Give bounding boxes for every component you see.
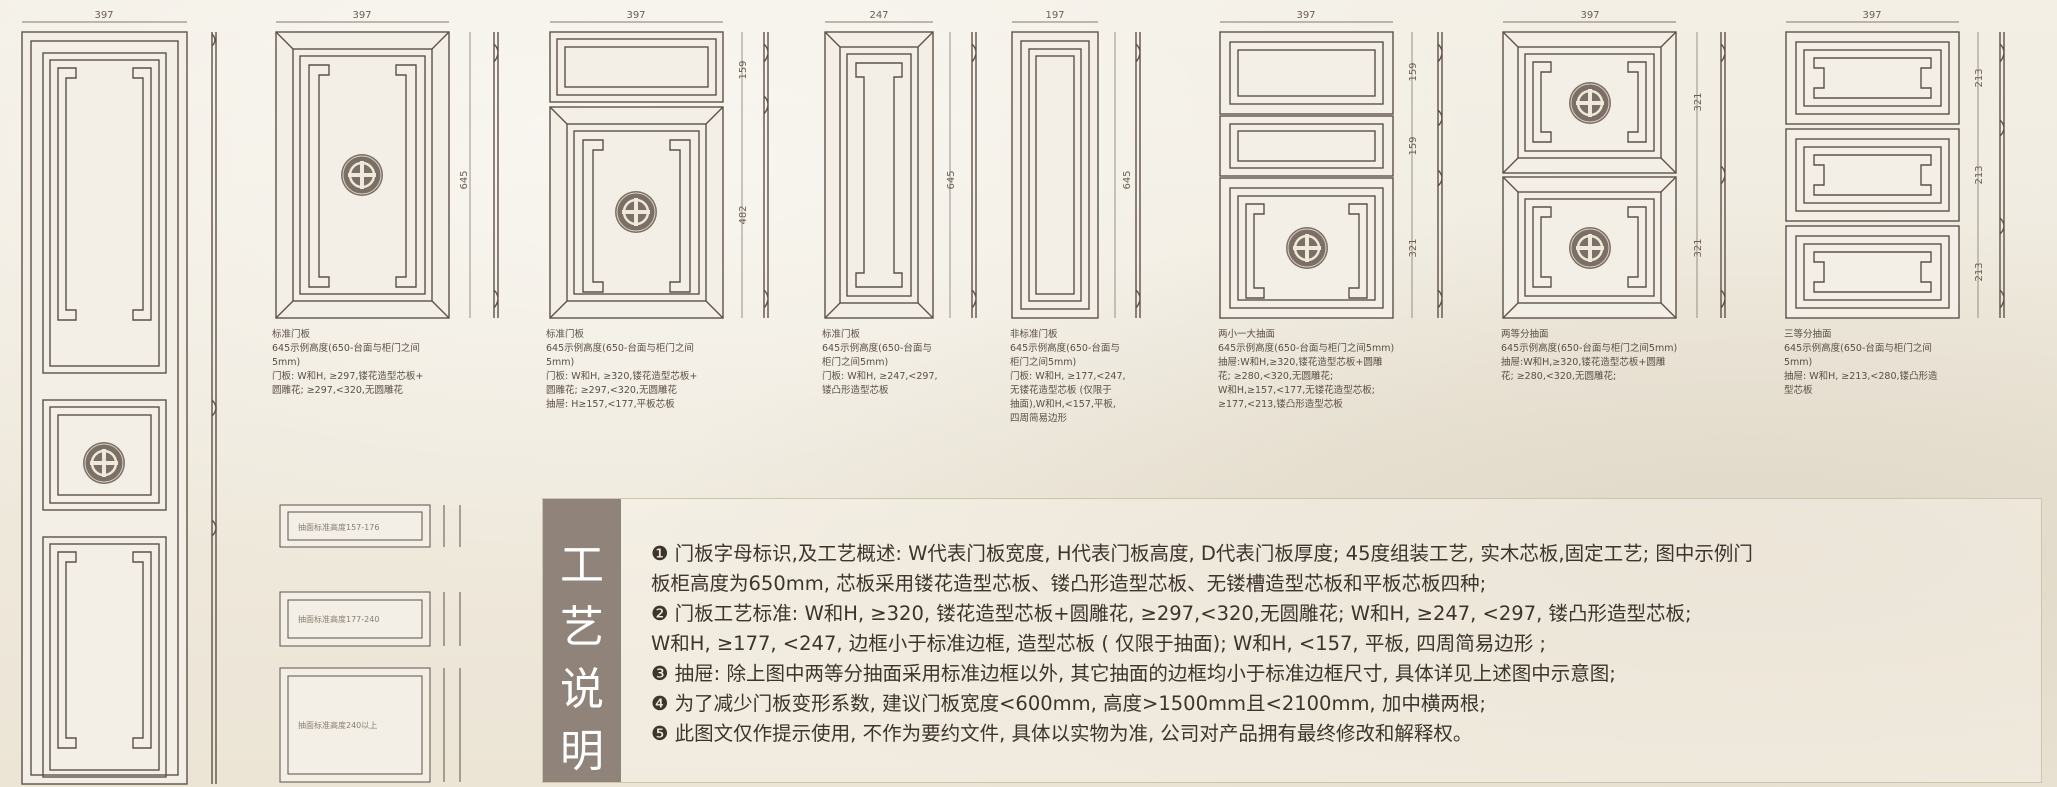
panel-nonstandard-4 <box>1011 21 1141 319</box>
note-line: ❸ 抽屉: 除上图中两等分抽面采用标准边框以外, 其它抽面的边框均小于标准边框尺… <box>651 662 1616 685</box>
note-line: ❷ 门板工艺标准: W和H, ≥320, 镂花造型芯板+圆雕花, ≥297,<3… <box>651 602 1692 625</box>
note-line: W和H, ≥177, <247, 边框小于标准边框, 造型芯板 ( 仅限于抽面)… <box>651 632 1546 655</box>
dim-p6-width: 397 <box>1580 10 1599 21</box>
side-box-labels: 抽面标准高度157-176 抽面标准高度177-240 抽面标准高度240以上 <box>298 522 379 730</box>
dim-p7-h3: 213 <box>1974 262 1985 281</box>
dim-p6-h2: 321 <box>1693 238 1704 257</box>
dim-p7-width: 397 <box>1862 10 1881 21</box>
panel-standard-1 <box>275 21 499 319</box>
panel-two-small-one-large <box>1219 21 1443 319</box>
dim-p6-h1: 321 <box>1693 92 1704 111</box>
caption-panel-6: 两等分抽面 645示例高度(650-台面与柜门之间5mm) 抽屉:W和H,≥32… <box>1501 329 1678 382</box>
panel-two-equal-drawers <box>1502 21 1726 319</box>
side-box-label-2: 抽面标准高度177-240 <box>298 614 379 624</box>
notes-body: ❶ 门板字母标识,及工艺概述: W代表门板宽度, H代表门板高度, D代表门板厚… <box>651 539 2031 749</box>
notes-heading: 工 艺 说 明 <box>543 499 621 782</box>
caption-panel-4: 非标准门板 645示例高度(650-台面与 柜门之间5mm) 门板: W和H, … <box>1010 329 1126 424</box>
notes-heading-char-4: 明 <box>560 726 604 777</box>
dim-p2-bottom: 482 <box>738 205 749 224</box>
caption-panel-7: 三等分抽面 645示例高度(650-台面与柜门之间 5mm) 抽屉: W和H, … <box>1784 329 1938 396</box>
panel-three-equal-drawers <box>1785 21 2005 319</box>
notes-heading-char-1: 工 <box>560 540 604 591</box>
caption-panel-3: 标准门板 645示例高度(650-台面与 柜门之间5mm) 门板: W和H, ≥… <box>822 329 938 396</box>
notes-heading-char-3: 说 <box>560 664 604 715</box>
panel-standard-3 <box>824 21 977 319</box>
caption-panel-1: 标准门板 645示例高度(650-台面与柜门之间 5mm) 门板: W和H, ≥… <box>272 329 424 396</box>
side-box-label-3: 抽面标准高度240以上 <box>298 720 377 730</box>
note-line: ❺ 此图文仅作提示使用, 不作为要约文件, 具体以实物为准, 公司对产品拥有最终… <box>651 722 1473 745</box>
dim-p5-width: 397 <box>1296 10 1315 21</box>
process-notes: 工 艺 说 明 ❶ 门板字母标识,及工艺概述: W代表门板宽度, H代表门板高度… <box>542 498 2042 783</box>
dim-p7-h2: 213 <box>1974 165 1985 184</box>
side-box-label-1: 抽面标准高度157-176 <box>298 522 379 532</box>
tall-door <box>21 21 217 785</box>
caption-panel-5: 两小一大抽面 645示例高度(650-台面与柜门之间5mm) 抽屉:W和H,≥3… <box>1218 329 1395 410</box>
dim-p5-h3: 321 <box>1408 238 1419 257</box>
dim-p5-h2: 159 <box>1408 136 1419 155</box>
note-line: 板柜高度为650mm, 芯板采用镂花造型芯板、镂凸形造型芯板、无镂槽造型芯板和平… <box>651 572 1487 595</box>
dim-p4-height: 645 <box>1122 170 1133 189</box>
dim-p3-width: 247 <box>869 10 888 21</box>
dim-tall-width: 397 <box>94 10 113 21</box>
caption-panel-2: 标准门板 645示例高度(650-台面与柜门之间 5mm) 门板: W和H, ≥… <box>546 329 698 410</box>
notes-heading-char-2: 艺 <box>560 602 604 653</box>
note-line: ❶ 门板字母标识,及工艺概述: W代表门板宽度, H代表门板高度, D代表门板厚… <box>651 542 1753 565</box>
dim-p5-h1: 159 <box>1408 62 1419 81</box>
dim-p2-top: 159 <box>738 60 749 79</box>
panel-standard-2 <box>549 21 769 319</box>
dim-p4-width: 197 <box>1045 10 1064 21</box>
note-line: ❹ 为了减少门板变形系数, 建议门板宽度<600mm, 高度>1500mm且<2… <box>651 692 1486 715</box>
dim-p7-h1: 213 <box>1974 68 1985 87</box>
dim-p3-height: 645 <box>946 170 957 189</box>
dimension-labels: 397 397 645 397 159 482 247 645 197 645 … <box>94 10 1985 282</box>
dim-p1-height: 645 <box>459 170 470 189</box>
drawer-height-boxes <box>279 504 461 783</box>
dim-p1-width: 397 <box>352 10 371 21</box>
dim-p2-width: 397 <box>626 10 645 21</box>
